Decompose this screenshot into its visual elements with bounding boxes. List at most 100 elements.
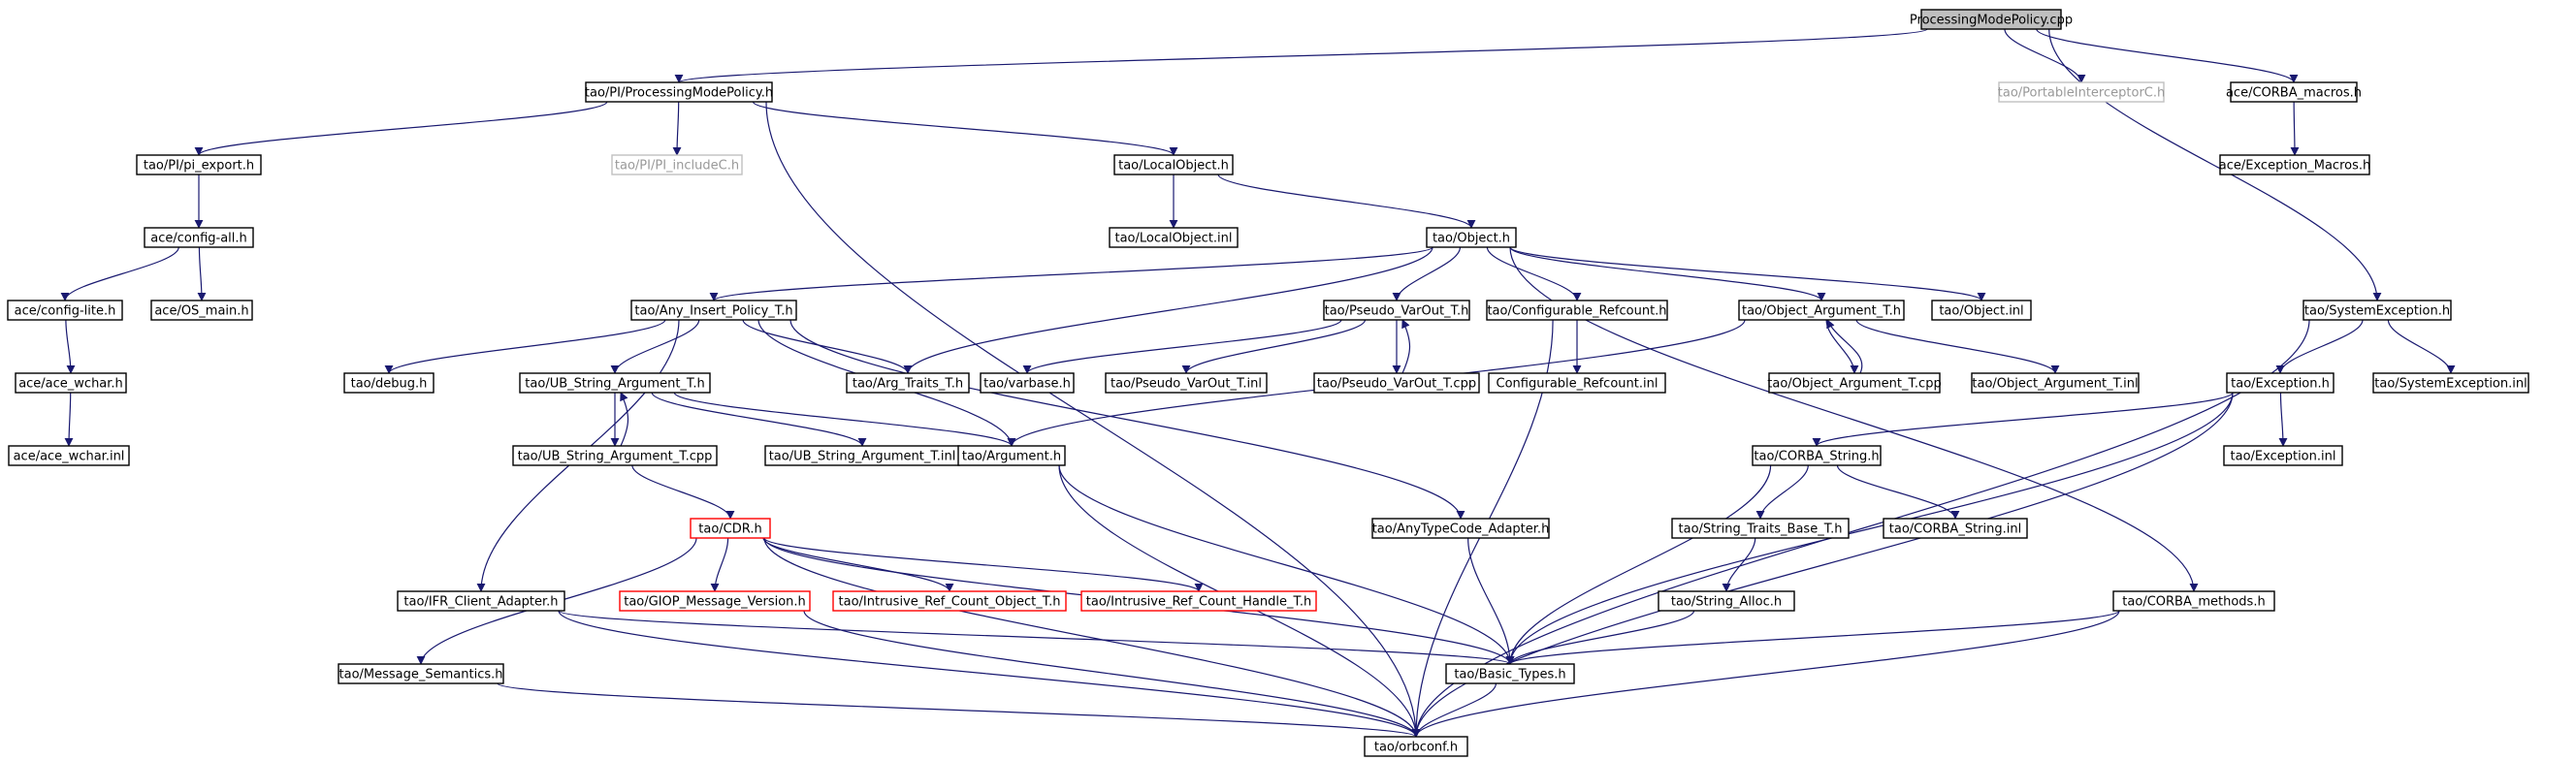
node-ifr-client[interactable]: tao/IFR_Client_Adapter.h: [397, 590, 565, 612]
node-corba-string-h[interactable]: tao/CORBA_String.h: [1752, 445, 1882, 466]
node-box: [1768, 372, 1941, 394]
edge-corba_macros-to-exc_macros: [2290, 101, 2300, 156]
node-obj-arg-cpp[interactable]: tao/Object_Argument_T.cpp: [1767, 372, 1942, 394]
node-box: [1971, 372, 2140, 394]
node-label: ace/config-lite.h: [15, 304, 116, 319]
node-pseudo-varout-inl[interactable]: tao/Pseudo_VarOut_T.inl: [1105, 372, 1268, 394]
node-conf-refcount-inl[interactable]: Configurable_Refcount.inl: [1488, 372, 1666, 394]
node-box: [1488, 372, 1666, 394]
node-string-alloc[interactable]: tao/String_Alloc.h: [1658, 590, 1795, 612]
node-box: [1313, 372, 1480, 394]
node-ace-wchar-inl[interactable]: ace/ace_wchar.inl: [8, 445, 130, 466]
node-obj-arg-h[interactable]: tao/Object_Argument_T.h: [1738, 300, 1905, 321]
edge-object_h-to-any_insert: [709, 246, 1433, 301]
node-localobject-h[interactable]: tao/LocalObject.h: [1113, 154, 1234, 175]
node-box: [1364, 736, 1468, 757]
node-label: tao/Object_Argument_T.cpp: [1767, 377, 1941, 392]
node-corba-string-inl[interactable]: tao/CORBA_String.inl: [1883, 518, 2028, 539]
node-label: ace/OS_main.h: [154, 304, 248, 319]
node-pseudo-varout-cpp[interactable]: tao/Pseudo_VarOut_T.cpp: [1313, 372, 1480, 394]
node-object-h[interactable]: tao/Object.h: [1426, 227, 1517, 248]
node-ub-str-h[interactable]: tao/UB_String_Argument_T.h: [519, 372, 711, 394]
node-debug-h[interactable]: tao/debug.h: [343, 372, 435, 394]
node-intr-ref-obj[interactable]: tao/Intrusive_Ref_Count_Object_T.h: [832, 590, 1067, 612]
node-basic-types[interactable]: tao/Basic_Types.h: [1445, 663, 1575, 684]
node-pi-export[interactable]: tao/PI/pi_export.h: [136, 154, 262, 175]
node-exception-inl[interactable]: tao/Exception.inl: [2223, 445, 2343, 466]
node-label: tao/Exception.inl: [2231, 450, 2336, 464]
edge-sysexc_h-to-sysexc_inl: [2387, 319, 2456, 374]
node-label: ace/Exception_Macros.h: [2219, 159, 2370, 174]
node-label: tao/IFR_Client_Adapter.h: [403, 595, 558, 610]
node-ub-str-cpp[interactable]: tao/UB_String_Argument_T.cpp: [512, 445, 718, 466]
node-pseudo-varout-h[interactable]: tao/Pseudo_VarOut_T.h: [1323, 300, 1470, 321]
node-label: tao/LocalObject.h: [1118, 159, 1229, 174]
node-pi-includec[interactable]: tao/PI/PI_includeC.h: [611, 154, 743, 175]
node-localobject-inl[interactable]: tao/LocalObject.inl: [1109, 227, 1239, 248]
node-os-main[interactable]: ace/OS_main.h: [150, 300, 253, 321]
edge-exception_h-to-corba_string_h: [1812, 392, 2234, 447]
node-msg-semantics[interactable]: tao/Message_Semantics.h: [338, 663, 504, 684]
edge-str_traits_base-to-string_alloc: [1722, 537, 1756, 592]
node-box: [1998, 81, 2165, 103]
node-str-traits-base[interactable]: tao/String_Traits_Base_T.h: [1671, 518, 1850, 539]
node-exc-macros[interactable]: ace/Exception_Macros.h: [2219, 154, 2370, 175]
node-sysexc-inl[interactable]: tao/SystemException.inl: [2372, 372, 2529, 394]
edge-object_h-to-pseudo_varout_h: [1392, 246, 1462, 301]
node-root[interactable]: ProcessingModePolicy.cpp: [1910, 9, 2073, 30]
edge-corba_string_h-to-corba_string_inl: [1836, 464, 1960, 520]
edge-any_insert-to-anytc_adapter: [789, 319, 1465, 520]
edge-object_h-to-arg_traits: [903, 246, 1433, 374]
node-exception-h[interactable]: tao/Exception.h: [2226, 372, 2334, 394]
node-box: [1671, 518, 1850, 539]
node-label: tao/varbase.h: [983, 377, 1071, 392]
node-box: [1752, 445, 1882, 466]
edge-obj_arg_cpp-to-obj_arg_h: [1826, 319, 1863, 374]
edge-msg_semantics-to-orbconf: [497, 682, 1421, 738]
edge-object_h-to-conf_refcount_h: [1486, 246, 1582, 301]
edge-cdr_h-to-intr_ref_handle: [763, 537, 1204, 592]
edge-argument_h-to-basic_types: [1058, 464, 1515, 665]
edge-config_all-to-config_lite: [60, 246, 179, 301]
node-intr-ref-handle[interactable]: tao/Intrusive_Ref_Count_Handle_T.h: [1080, 590, 1317, 612]
node-sysexc-h[interactable]: tao/SystemException.h: [2302, 300, 2452, 321]
node-box: [8, 445, 130, 466]
node-label: tao/Configurable_Refcount.h: [1487, 304, 1666, 319]
node-object-inl[interactable]: tao/Object.inl: [1931, 300, 2032, 321]
node-label: tao/Object_Argument_T.inl: [1972, 377, 2138, 392]
edge-basic_types-to-orbconf: [1411, 682, 1497, 738]
node-varbase[interactable]: tao/varbase.h: [980, 372, 1075, 394]
node-box: [1738, 300, 1905, 321]
node-label: tao/SystemException.inl: [2374, 377, 2527, 392]
node-pi-icc[interactable]: tao/PortableInterceptorC.h: [1998, 81, 2165, 103]
node-label: tao/Arg_Traits_T.h: [853, 377, 963, 392]
node-box: [2223, 445, 2343, 466]
node-any-insert[interactable]: tao/Any_Insert_Policy_T.h: [630, 300, 797, 321]
node-ub-str-inl[interactable]: tao/UB_String_Argument_T.inl: [764, 445, 960, 466]
node-label: ace/config-all.h: [150, 232, 247, 246]
node-corba-methods[interactable]: tao/CORBA_methods.h: [2112, 590, 2275, 612]
node-obj-arg-inl[interactable]: tao/Object_Argument_T.inl: [1971, 372, 2140, 394]
node-config-all[interactable]: ace/config-all.h: [144, 227, 254, 248]
node-box: [2112, 590, 2275, 612]
node-arg-traits[interactable]: tao/Arg_Traits_T.h: [846, 372, 970, 394]
node-ace-wchar-h[interactable]: ace/ace_wchar.h: [15, 372, 127, 394]
node-label: tao/Object.inl: [1939, 304, 2023, 319]
node-box: [2219, 154, 2370, 175]
node-box: [1883, 518, 2028, 539]
node-conf-refcount-h[interactable]: tao/Configurable_Refcount.h: [1486, 300, 1668, 321]
node-config-lite[interactable]: ace/config-lite.h: [7, 300, 123, 321]
node-cdr-h[interactable]: tao/CDR.h: [690, 518, 771, 539]
node-label: tao/Any_Insert_Policy_T.h: [634, 304, 792, 319]
node-argument-h[interactable]: tao/Argument.h: [957, 445, 1066, 466]
node-pi-pmp[interactable]: tao/PI/ProcessingModePolicy.h: [585, 81, 773, 103]
node-anytc-adapter[interactable]: tao/AnyTypeCode_Adapter.h: [1371, 518, 1550, 539]
edge-pi_pmp-to-pi_includec: [672, 101, 682, 156]
node-label: tao/CORBA_String.h: [1754, 450, 1879, 464]
node-giop-msgver[interactable]: tao/GIOP_Message_Version.h: [619, 590, 811, 612]
edge-giop_msgver-to-orbconf: [803, 610, 1421, 738]
edge-root-to-pi_icc: [2004, 28, 2086, 83]
node-corba-macros[interactable]: ace/CORBA_macros.h: [2226, 81, 2362, 103]
node-box: [585, 81, 773, 103]
node-orbconf[interactable]: tao/orbconf.h: [1364, 736, 1468, 757]
